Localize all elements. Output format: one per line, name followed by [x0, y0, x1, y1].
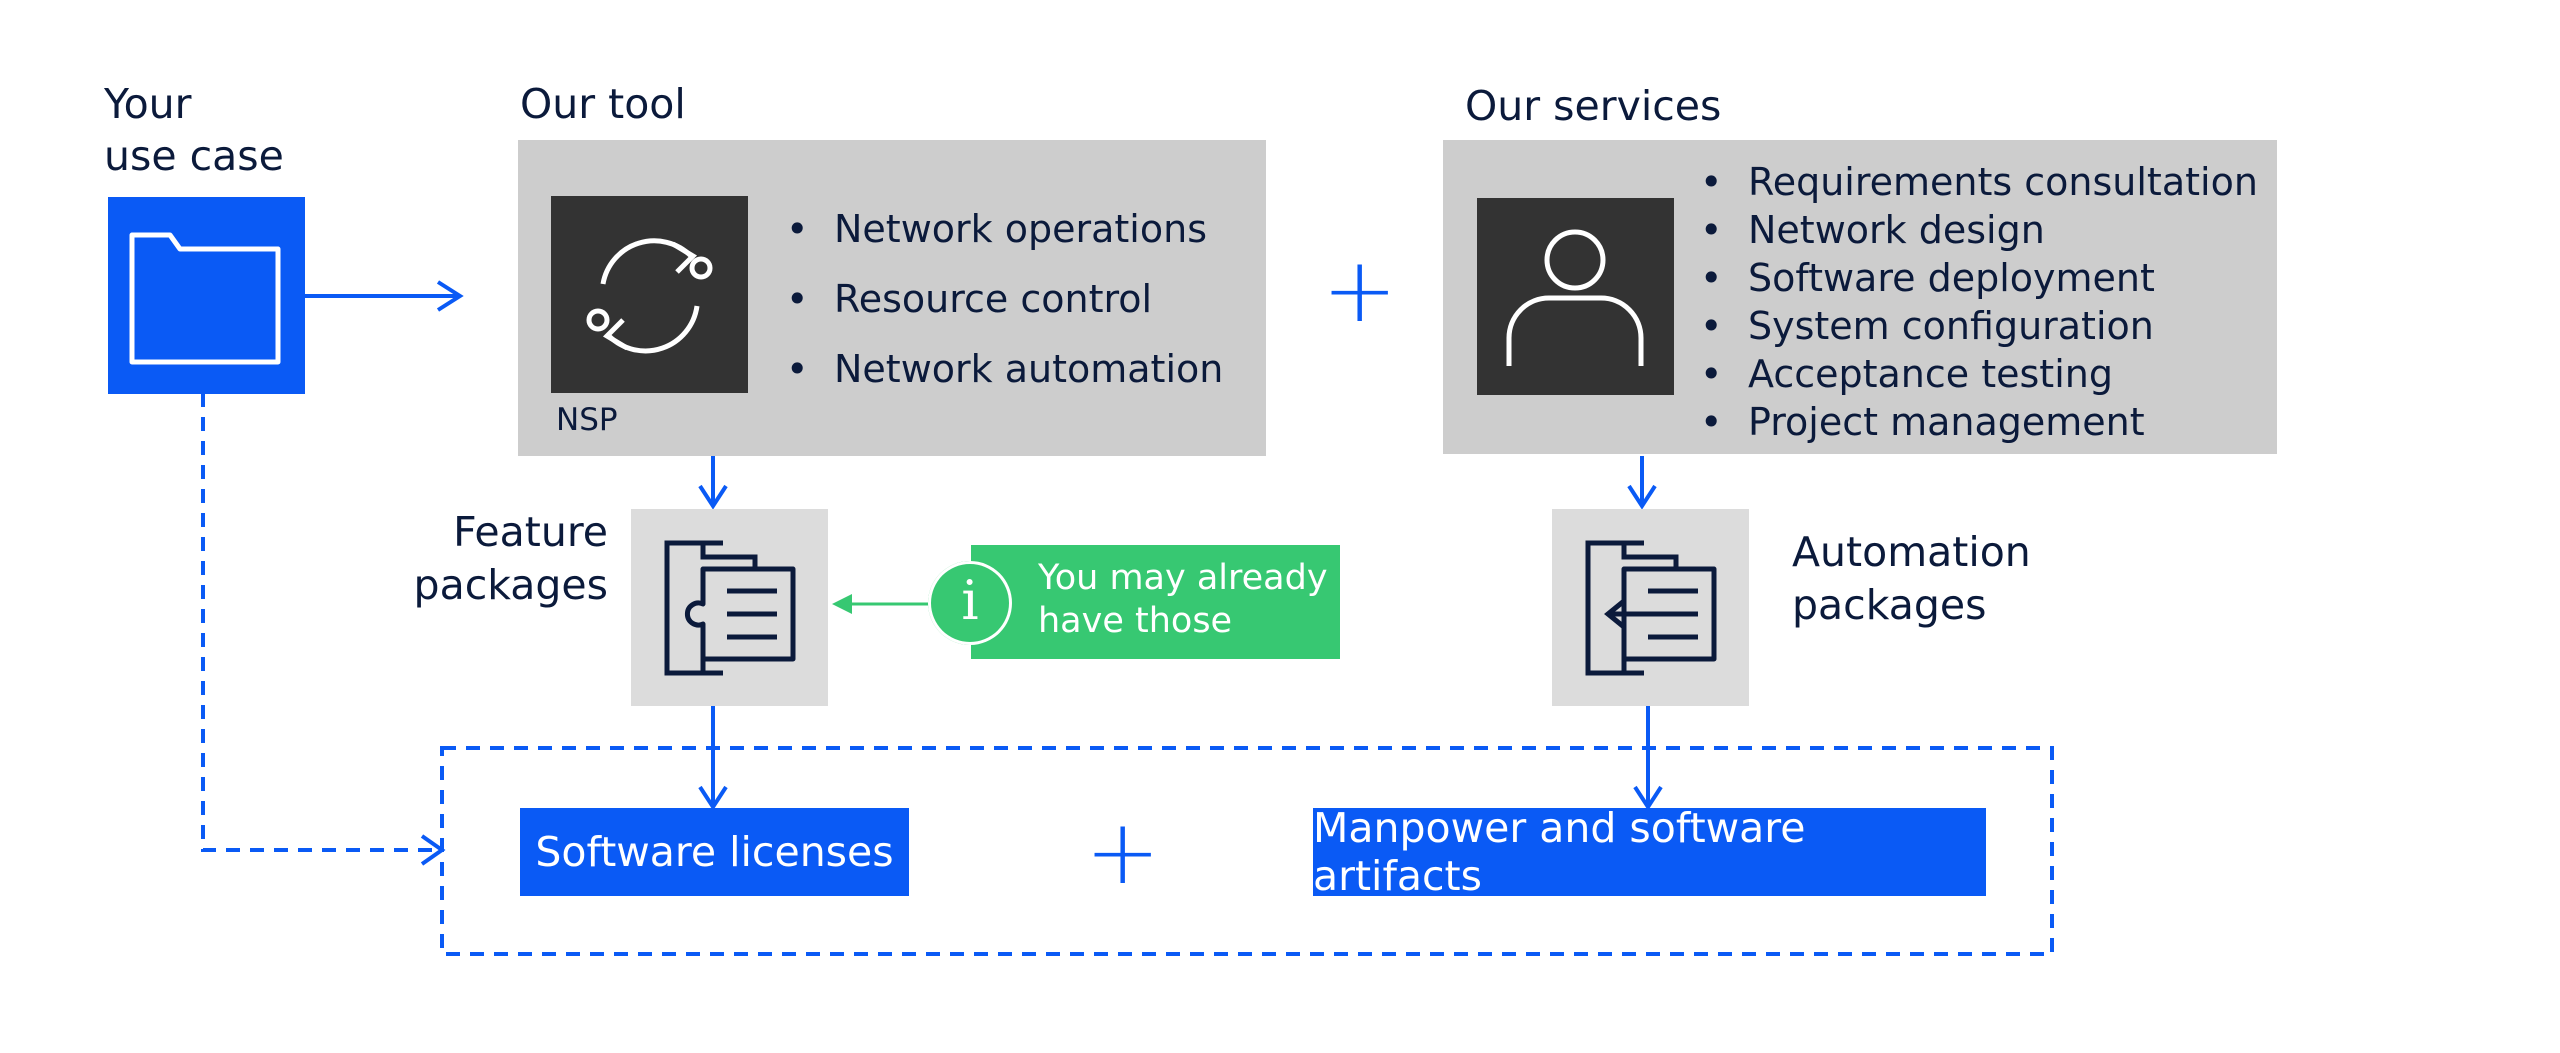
refresh-cycle-icon	[586, 238, 713, 354]
tool-product-label: NSP	[556, 402, 618, 438]
plus-sign-top: +	[1322, 238, 1398, 343]
tool-item: Network automation	[784, 334, 1223, 404]
service-item: Acceptance testing	[1698, 350, 2258, 398]
info-note-text: You may already have those	[1038, 557, 1328, 643]
services-title: Our services	[1465, 82, 1722, 130]
feature-packages-box	[631, 509, 828, 706]
tool-item: Network operations	[784, 194, 1223, 264]
tool-box: NSP Network operations Resource control …	[518, 140, 1266, 456]
manpower-artifacts-box: Manpower and software artifacts	[1313, 804, 1986, 900]
automation-packages-label-line2: packages	[1792, 581, 1987, 629]
service-item: System configuration	[1698, 302, 2258, 350]
document-import-icon	[1585, 540, 1717, 676]
use-case-title: Your use case	[104, 78, 284, 182]
dashed-arrow-usecase-to-outcomes	[201, 393, 442, 852]
feature-packages-label-line1: Feature	[453, 508, 608, 556]
service-item: Requirements consultation	[1698, 158, 2258, 206]
service-item: Network design	[1698, 206, 2258, 254]
services-icon-tile	[1477, 198, 1674, 395]
plus-sign-bottom: +	[1085, 800, 1161, 905]
feature-packages-label: Feature packages	[380, 506, 608, 612]
use-case-title-line1: Your	[104, 80, 192, 128]
document-puzzle-icon	[664, 540, 796, 676]
tool-title: Our tool	[520, 80, 686, 128]
person-icon	[1506, 229, 1644, 366]
info-note-panel	[971, 545, 1340, 659]
automation-packages-box	[1552, 509, 1749, 706]
use-case-title-line2: use case	[104, 132, 284, 180]
service-item: Project management	[1698, 398, 2258, 446]
services-list: Requirements consultation Network design…	[1698, 158, 2258, 446]
tool-icon-tile	[551, 196, 748, 393]
folder-icon	[129, 232, 281, 365]
info-note-line1: You may already	[1038, 558, 1328, 598]
info-note: i You may already have those	[928, 543, 1340, 660]
software-licenses-box: Software licenses	[520, 808, 909, 896]
feature-packages-label-line2: packages	[413, 561, 608, 609]
info-icon: i	[928, 561, 1012, 645]
info-note-line2: have those	[1038, 601, 1233, 641]
automation-packages-label-line1: Automation	[1792, 528, 2031, 576]
info-icon-glyph: i	[961, 569, 979, 632]
tool-capability-list: Network operations Resource control Netw…	[784, 194, 1223, 404]
services-box: Requirements consultation Network design…	[1443, 140, 2277, 454]
service-item: Software deployment	[1698, 254, 2258, 302]
outcomes-dashed-container	[440, 746, 2054, 956]
use-case-box	[108, 197, 305, 394]
automation-packages-label: Automation packages	[1792, 526, 2031, 632]
tool-item: Resource control	[784, 264, 1223, 334]
